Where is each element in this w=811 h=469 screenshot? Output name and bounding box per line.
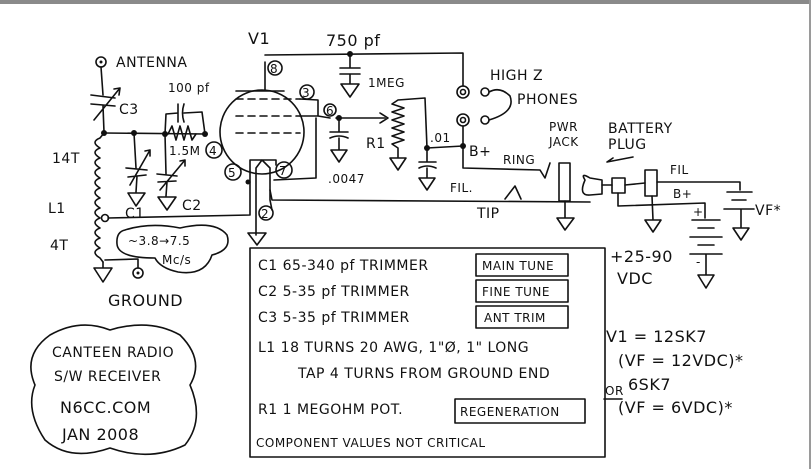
v1-tube-symbol — [219, 61, 591, 236]
supply-voltage-label: +25-90 — [610, 247, 673, 266]
battery-minus-label: - — [696, 255, 701, 269]
pin-6-label: 6 — [326, 104, 334, 118]
pin-5-label: 5 — [228, 166, 236, 180]
pin-3-label: 3 — [302, 86, 310, 100]
grid-cap-resistor-symbol — [164, 103, 206, 141]
parts-note: COMPONENT VALUES NOT CRITICAL — [256, 436, 486, 450]
cathode-ground-symbol — [247, 232, 267, 246]
window-top-border — [0, 0, 811, 4]
parts-row-r1: R1 1 MEGOHM POT. — [258, 402, 403, 418]
pin-4-label: 4 — [209, 144, 217, 158]
tube-note-3: 6SK7 — [628, 375, 671, 394]
parts-row-c1: C1 65-340 pf TRIMMER — [258, 258, 429, 274]
pot-label: R1 — [366, 136, 386, 152]
r1-pot-symbol — [389, 97, 428, 171]
c3-label: C3 — [119, 102, 139, 118]
vf-battery-symbol — [723, 191, 755, 241]
high-z-label: HIGH Z — [490, 68, 543, 84]
tube-label: V1 — [248, 29, 270, 48]
cap-750pf-label: 750 pf — [326, 31, 380, 50]
freq-unit-label: Mc/s — [162, 253, 191, 267]
b-plus-battery-symbol — [689, 219, 723, 289]
pot-value-label: 1MEG — [368, 76, 405, 90]
cap-01-symbol — [418, 143, 466, 191]
tip-contact — [504, 185, 522, 200]
title-line-2: S/W RECEIVER — [54, 369, 161, 385]
pin-8-label: 8 — [270, 62, 278, 76]
parts-row-c2: C2 5-35 pf TRIMMER — [258, 284, 410, 300]
parts-row-l1-tap: TAP 4 TURNS FROM GROUND END — [297, 366, 550, 382]
b-plus-label: B+ — [469, 144, 491, 160]
antenna-label: ANTENNA — [116, 55, 187, 71]
parts-list-box — [249, 247, 606, 458]
title-cloud — [30, 324, 198, 456]
phones-label: PHONES — [517, 92, 578, 108]
antenna-terminal — [95, 56, 107, 96]
c2-trimmer-symbol — [156, 133, 186, 211]
cap-100pf-label: 100 pf — [168, 81, 210, 95]
parts-tag-fine-tune: FINE TUNE — [482, 285, 550, 299]
tube-notes: V1 = 12SK7 (VF = 12VDC)* OR 6SK7 (VF = 6… — [603, 327, 744, 417]
tag-box — [475, 305, 569, 329]
l1-coil-symbol — [94, 132, 110, 263]
frequency-callout — [116, 224, 229, 274]
title-line-1: CANTEEN RADIO — [52, 345, 174, 361]
cap-0047-label: .0047 — [328, 172, 365, 186]
parts-row-l1: L1 18 TURNS 20 AWG, 1"Ø, 1" LONG — [258, 340, 529, 356]
pin-2-label: 2 — [261, 207, 269, 221]
battery-plus-label: + — [693, 205, 704, 219]
ring-label: RING — [503, 153, 535, 167]
coil-14t-label: 14T — [52, 151, 80, 167]
grid-wire — [103, 132, 206, 135]
cathode-tap-wire — [107, 181, 251, 219]
parts-list: C1 65-340 pf TRIMMER MAIN TUNE C2 5-35 p… — [256, 253, 586, 450]
coil-l1-label: L1 — [48, 201, 66, 217]
coil-4t-label: 4T — [50, 238, 68, 254]
cap-01-label: .01 — [430, 131, 451, 145]
c1-trimmer-symbol — [125, 132, 151, 207]
pwr-jack-label-2: JACK — [548, 135, 579, 149]
power-jack-symbol — [556, 162, 575, 231]
freq-range-label: ~3.8→7.5 — [128, 234, 190, 248]
c2-label: C2 — [182, 198, 202, 214]
battery-plug-symbol — [581, 156, 741, 233]
tube-note-2: (VF = 12VDC)* — [618, 351, 744, 370]
vf-label: VF* — [755, 203, 781, 219]
b-plus-right-label: B+ — [673, 187, 692, 201]
title-line-3: N6CC.COM — [60, 398, 151, 417]
title-line-4: JAN 2008 — [61, 425, 139, 444]
c1-label: C1 — [125, 206, 145, 222]
fil-label: FIL. — [450, 181, 473, 195]
tag-box — [475, 279, 569, 303]
parts-tag-regeneration: REGENERATION — [460, 405, 560, 419]
title-block: CANTEEN RADIO S/W RECEIVER N6CC.COM JAN … — [52, 345, 174, 444]
supply-unit-label: VDC — [617, 269, 653, 288]
c3-trimmer-symbol — [90, 87, 121, 133]
tube-note-4: (VF = 6VDC)* — [618, 398, 733, 417]
screen-wire-0047 — [329, 112, 389, 163]
battery-plug-label-2: PLUG — [608, 137, 647, 153]
res-1-5m-label: 1.5M — [169, 144, 200, 158]
ground-label: GROUND — [108, 291, 183, 310]
ground-terminal — [93, 258, 144, 283]
pin-7-label: 7 — [279, 164, 287, 178]
tube-pin-labels: 8 3 6 4 5 7 2 — [205, 60, 337, 221]
tag-box — [475, 253, 569, 277]
tube-note-1: V1 = 12SK7 — [606, 327, 707, 346]
parts-tag-ant-trim: ANT TRIM — [484, 311, 546, 325]
battery-plug-label-1: BATTERY — [608, 121, 673, 137]
pwr-jack-label-1: PWR — [549, 120, 578, 134]
window-right-border — [809, 0, 811, 469]
tag-box — [454, 398, 586, 424]
fil-right-label: FIL — [670, 163, 689, 177]
parts-row-c3: C3 5-35 pf TRIMMER — [258, 310, 410, 326]
phones-jacks — [456, 85, 551, 179]
tip-label: TIP — [476, 206, 500, 222]
tube-note-or: OR — [605, 384, 624, 398]
plate-wire-750pf — [264, 51, 464, 98]
parts-tag-main-tune: MAIN TUNE — [482, 259, 554, 273]
